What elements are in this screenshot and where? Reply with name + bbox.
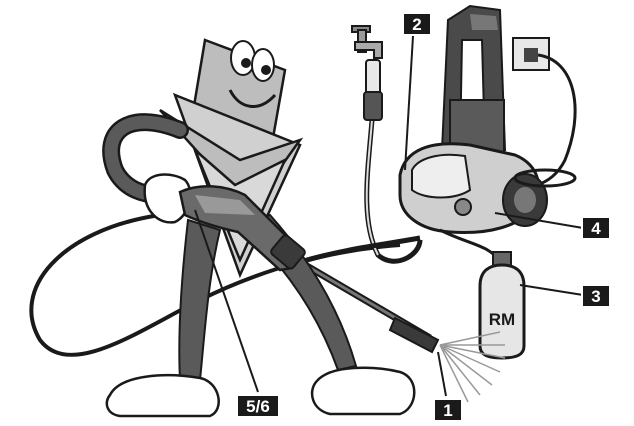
spray-lance (298, 258, 440, 354)
wall-socket (504, 37, 577, 189)
callout-nozzle: 1 (433, 398, 463, 422)
detergent-hose (439, 228, 502, 263)
water-spray (439, 331, 506, 403)
spray-gun (178, 185, 306, 272)
right-foot (310, 366, 416, 416)
high-pressure-hose (299, 235, 421, 265)
callout-lines (194, 35, 584, 397)
mascot-arms (102, 113, 192, 224)
callout-switch: 4 (581, 216, 611, 240)
callout-machine: 2 (402, 12, 432, 36)
water-tap (351, 25, 383, 121)
callout-detergent: 3 (581, 284, 611, 308)
callout-gun: 5/6 (236, 394, 280, 418)
bottle-label: RM (489, 310, 515, 329)
left-foot (105, 374, 220, 418)
mascot-face (228, 40, 277, 108)
detergent-bottle: RM (478, 251, 526, 360)
pressure-washer-machine (398, 4, 577, 235)
